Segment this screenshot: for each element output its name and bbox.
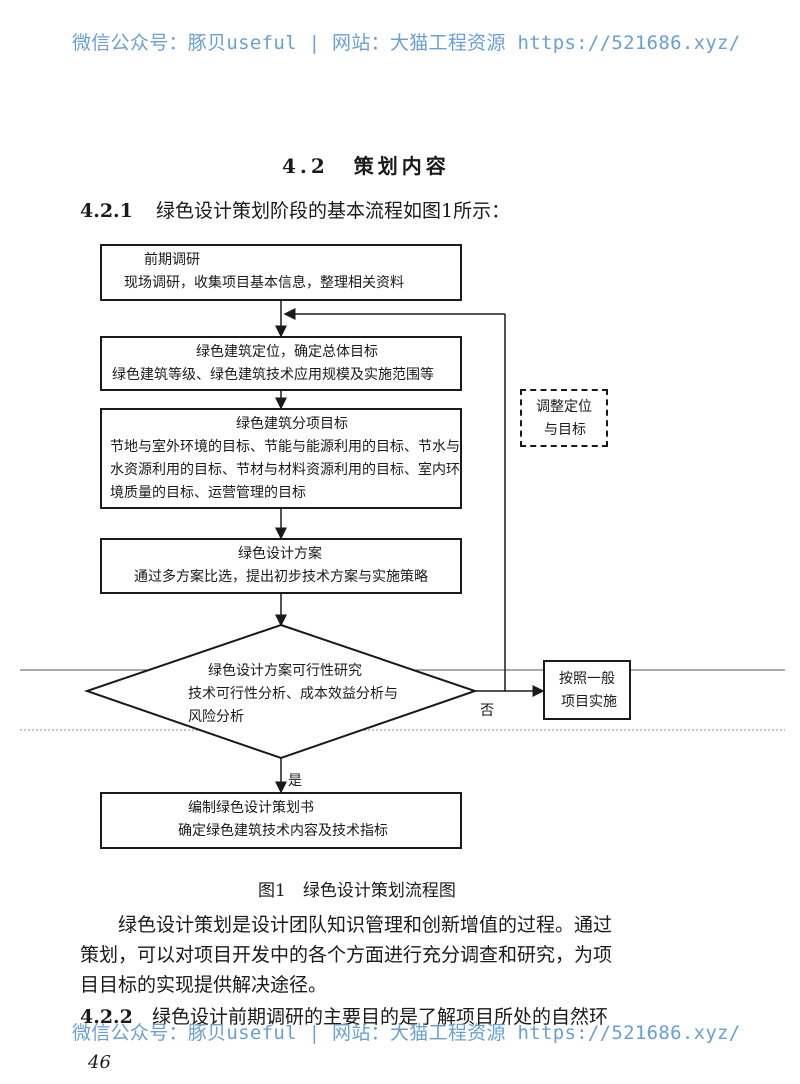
flow-box-planning-report: 编制绿色设计策划书 确定绿色建筑技术内容及技术指标 bbox=[100, 792, 462, 849]
box-title: 绿色设计方案 bbox=[238, 546, 322, 562]
box-title: 绿色建筑定位，确定总体目标 bbox=[196, 344, 378, 360]
flow-box-design-scheme: 绿色设计方案 通过多方案比选，提出初步技术方案与实施策略 bbox=[100, 538, 462, 594]
diamond-line: 绿色设计方案可行性研究 bbox=[208, 663, 362, 679]
adjust-line: 调整定位 bbox=[536, 399, 592, 415]
clause-number: 4.2.2 bbox=[80, 1006, 133, 1028]
adjust-line: 与目标 bbox=[544, 422, 586, 438]
box-title: 绿色建筑分项目标 bbox=[236, 416, 348, 432]
flow-box-preliminary-research: 前期调研 现场调研，收集项目基本信息，整理相关资料 bbox=[100, 244, 462, 301]
page-number: 46 bbox=[88, 1052, 111, 1073]
label-yes: 是 bbox=[288, 773, 302, 789]
box-body: 通过多方案比选，提出初步技术方案与实施策略 bbox=[134, 569, 428, 585]
box-title: 编制绿色设计策划书 bbox=[188, 800, 314, 816]
flow-box-sub-targets: 绿色建筑分项目标 节地与室外环境的目标、节能与能源利用的目标、节水与 水资源利用… bbox=[100, 408, 462, 509]
box-body: 确定绿色建筑技术内容及技术指标 bbox=[178, 823, 388, 839]
clause-4-2-1: 4.2.1 绿色设计策划阶段的基本流程如图1所示： bbox=[80, 196, 510, 223]
flow-box-adjust-targets: 调整定位 与目标 bbox=[520, 389, 608, 447]
paragraph-line: 策划，可以对项目开发中的各个方面进行充分调查和研究，为项 bbox=[80, 944, 613, 966]
box-title: 前期调研 bbox=[144, 252, 200, 268]
flow-box-positioning: 绿色建筑定位，确定总体目标 绿色建筑等级、绿色建筑技术应用规模及实施范围等 bbox=[100, 336, 462, 391]
watermark-bottom: 微信公众号：豚贝useful | 网站：大猫工程资源 https://52168… bbox=[72, 1022, 741, 1044]
flow-diamond-feasibility: 绿色设计方案可行性研究 技术可行性分析、成本效益分析与 风险分析 bbox=[188, 660, 398, 729]
section-title: 策划内容 bbox=[353, 154, 450, 178]
box-body-line: 节地与室外环境的目标、节能与能源利用的目标、节水与 bbox=[110, 439, 460, 455]
box-body-line: 境质量的目标、运营管理的目标 bbox=[110, 485, 306, 501]
clause-number: 4.2.1 bbox=[80, 200, 133, 222]
clause-4-2-2: 4.2.2 绿色设计前期调研的主要目的是了解项目所处的自然环 bbox=[80, 1002, 608, 1029]
watermark-top: 微信公众号：豚贝useful | 网站：大猫工程资源 https://52168… bbox=[72, 32, 741, 54]
body-paragraph: 绿色设计策划是设计团队知识管理和创新增值的过程。通过 策划，可以对项目开发中的各… bbox=[80, 910, 640, 1000]
box-body: 现场调研，收集项目基本信息，整理相关资料 bbox=[124, 275, 404, 291]
paragraph-line: 目目标的实现提供解决途径。 bbox=[80, 974, 328, 996]
box-body-line: 水资源利用的目标、节材与材料资源利用的目标、室内环 bbox=[110, 462, 460, 478]
diamond-line: 技术可行性分析、成本效益分析与 bbox=[188, 686, 398, 702]
paragraph-line: 绿色设计策划是设计团队知识管理和创新增值的过程。通过 bbox=[118, 914, 613, 936]
general-line: 按照一般 bbox=[559, 671, 615, 687]
clause-text: 绿色设计策划阶段的基本流程如图1所示： bbox=[155, 200, 511, 222]
figure-caption: 图1 绿色设计策划流程图 bbox=[258, 881, 456, 901]
label-no: 否 bbox=[480, 703, 494, 719]
diamond-line: 风险分析 bbox=[188, 709, 244, 725]
clause-text: 绿色设计前期调研的主要目的是了解项目所处的自然环 bbox=[151, 1006, 608, 1028]
box-body: 绿色建筑等级、绿色建筑技术应用规模及实施范围等 bbox=[112, 367, 434, 383]
section-number: 4.2 bbox=[282, 154, 329, 178]
section-heading: 4.2 策划内容 bbox=[282, 150, 450, 179]
flow-box-general-implementation: 按照一般 项目实施 bbox=[543, 660, 631, 720]
general-line: 项目实施 bbox=[561, 694, 617, 710]
